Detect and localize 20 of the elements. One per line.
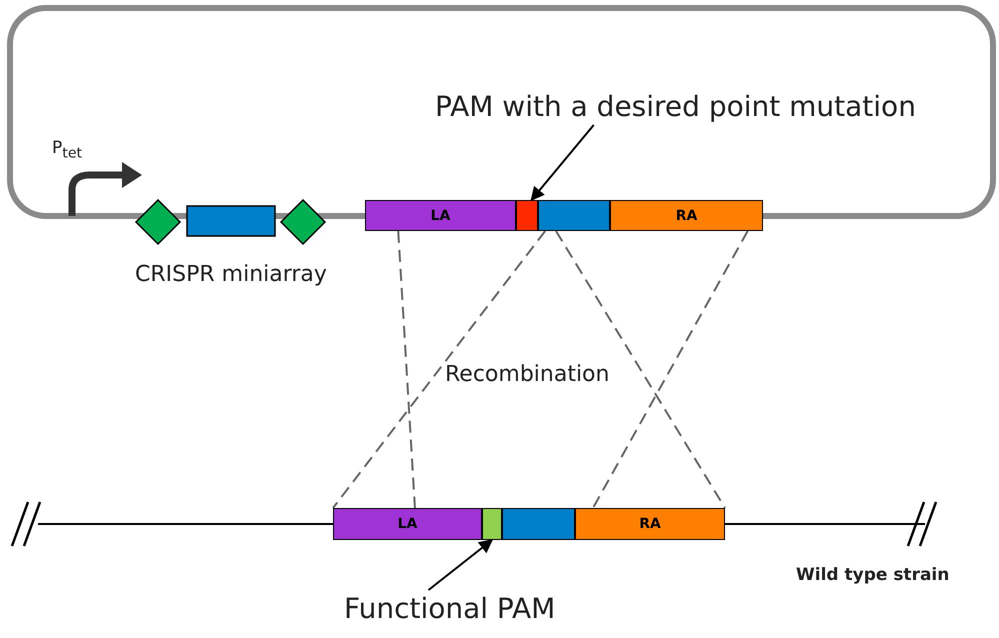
process-label: Recombination: [445, 362, 610, 387]
dna-segment: [516, 200, 538, 231]
dna-segment: LA: [333, 508, 482, 540]
callout-text: Functional PAM: [344, 592, 556, 625]
callout-text: PAM with a desired point mutation: [435, 90, 916, 123]
recombination-line: [397, 230, 416, 508]
dna-segment: RA: [575, 508, 725, 540]
dna-segment: [482, 508, 502, 540]
leader-line: [428, 539, 494, 591]
recombination-line: [555, 230, 726, 509]
recombination-line: [592, 230, 749, 508]
dna-segment: LA: [365, 200, 516, 231]
leader-line: [530, 124, 594, 202]
recombination-line: [332, 230, 546, 509]
promoter-label: P$_{tet}$: [52, 138, 82, 162]
strain-label: Wild type strain: [796, 565, 950, 585]
dna-segment: [502, 508, 575, 540]
dna-segment: [538, 200, 610, 231]
dna-segment: RA: [610, 200, 763, 231]
array-label: CRISPR miniarray: [135, 262, 327, 287]
